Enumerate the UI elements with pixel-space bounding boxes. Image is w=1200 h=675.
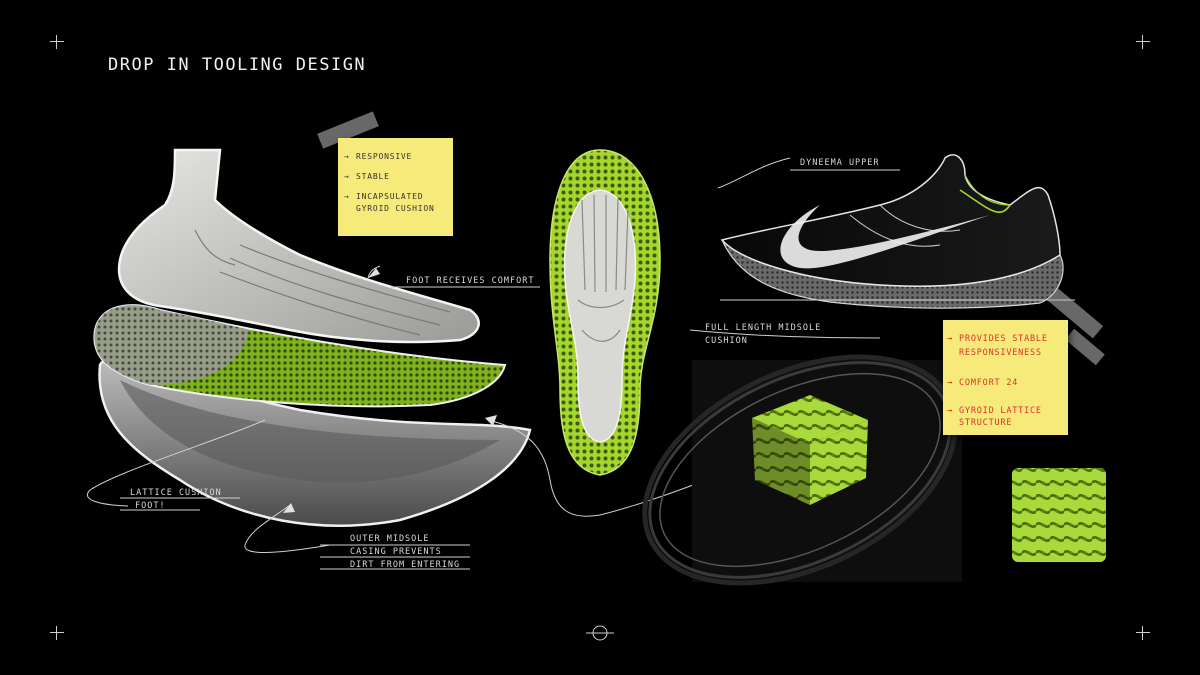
crosshair-icon — [1136, 35, 1150, 49]
annotation-upper: DYNEEMA UPPER — [800, 158, 880, 168]
crosshair-icon — [1136, 626, 1150, 640]
crosshair-icon — [50, 626, 64, 640]
annotation-foot-comfort: FOOT RECEIVES COMFORT — [406, 276, 535, 286]
annotation-outer-2: CASING PREVENTS — [350, 547, 442, 557]
annotation-lattice-2: FOOT! — [135, 501, 166, 511]
annotation-midsole-2: CUSHION — [705, 336, 748, 346]
annotation-lattice-1: LATTICE CUSHION — [130, 488, 222, 498]
page-title: DROP IN TOOLING DESIGN — [108, 55, 367, 75]
sticky-note-left: RESPONSIVE STABLE INCAPSULATED GYROID CU… — [338, 138, 453, 236]
annotation-outer-3: DIRT FROM ENTERING — [350, 560, 461, 570]
crosshair-icon — [50, 35, 64, 49]
annotation-outer-1: OUTER MIDSOLE — [350, 534, 430, 544]
sticky-note-right: PROVIDES STABLE RESPONSIVENESS COMFORT 2… — [943, 320, 1068, 435]
nike-swoosh-icon — [780, 205, 990, 269]
annotation-midsole-1: FULL LENGTH MIDSOLE — [705, 323, 822, 333]
